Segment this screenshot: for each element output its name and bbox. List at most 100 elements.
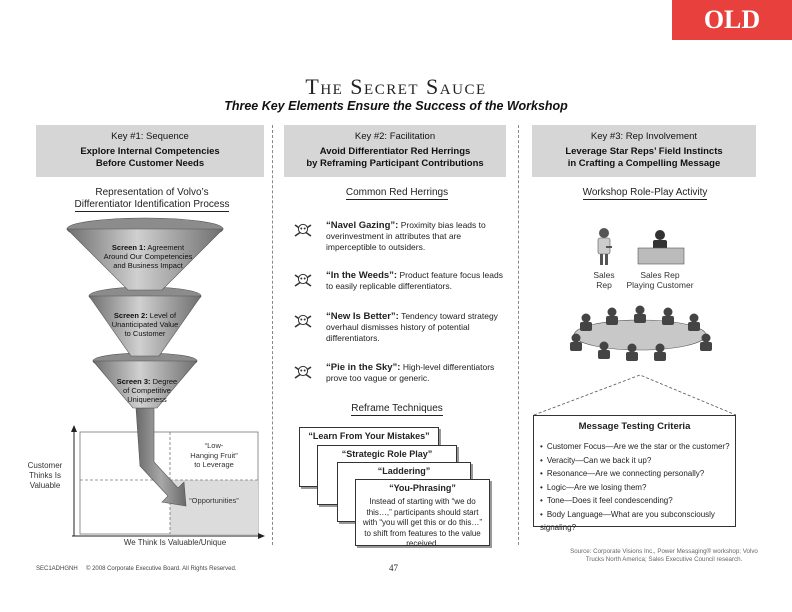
callout-lines	[533, 374, 737, 416]
sales-rep-label: Sales Rep	[584, 270, 624, 290]
criteria-item: Veracity—Can we back it up?	[540, 454, 735, 468]
skull-crossbones-icon	[294, 223, 312, 237]
technique-title: “You-Phrasing”	[389, 483, 456, 493]
screen-text: Agreement	[147, 243, 185, 252]
role-play-illustration	[533, 228, 737, 416]
screen-text: Level of	[149, 311, 177, 320]
page-number: 47	[389, 563, 398, 573]
herring-item: “Navel Gazing”: Proximity bias leads to …	[294, 220, 504, 253]
criteria-item: Tone—Does it feel condescending?	[540, 494, 735, 508]
screen-text: to Customer	[124, 329, 166, 338]
column-divider	[518, 125, 519, 545]
key-label: Key #3: Rep Involvement	[590, 131, 698, 142]
screen-1-label: Screen 1: Agreement Around Our Competenc…	[98, 243, 198, 270]
herring-text: Tendency toward strategy overhaul dismis…	[326, 311, 498, 343]
key-label: Key #1: Sequence	[111, 131, 189, 142]
message-testing-criteria: Message Testing Criteria Customer Focus—…	[533, 415, 736, 532]
screen-2-label: Screen 2: Level of Unanticipated Value t…	[98, 311, 192, 338]
old-badge: OLD	[672, 0, 792, 40]
herring-item: “New Is Better”: Tendency toward strateg…	[294, 311, 504, 344]
lhf-line: to Leverage	[194, 460, 234, 469]
y-axis-arrow-icon	[71, 425, 77, 432]
criteria-item: Customer Focus—Are we the star or the cu…	[540, 440, 735, 454]
x-axis-arrow-icon	[258, 533, 265, 539]
key-desc-line1: Explore Internal Competencies	[80, 146, 220, 157]
sales-rep-line: Rep	[596, 280, 612, 290]
funnel-1-body	[66, 228, 224, 291]
funnel-arrow	[135, 407, 187, 507]
herring-item: “Pie in the Sky”: High-level differentia…	[294, 362, 504, 384]
y-label-line: Thinks Is	[28, 471, 61, 480]
low-hanging-fruit-label: “Low- Hanging Fruit” to Leverage	[174, 441, 254, 470]
lhf-line: “Low-	[204, 441, 224, 450]
key-desc-line2: by Reframing Participant Contributions	[306, 158, 484, 169]
reframe-heading: Reframe Techniques	[290, 403, 504, 416]
reframe-heading-text: Reframe Techniques	[351, 403, 443, 416]
screen-text: Unanticipated Value	[111, 320, 179, 329]
col3-heading-text: Workshop Role-Play Activity	[582, 187, 708, 200]
skull-crossbones-icon	[294, 365, 312, 379]
key-desc-line2: Before Customer Needs	[95, 158, 205, 169]
customer-line: Sales Rep	[640, 270, 680, 280]
key-box-1: Key #1: Sequence Explore Internal Compet…	[36, 125, 264, 177]
page-subtitle: Three Key Elements Ensure the Success of…	[224, 99, 568, 113]
key-box-3: Key #3: Rep Involvement Leverage Star Re…	[532, 125, 756, 177]
footer-code: SEC1ADHGNH	[36, 566, 78, 572]
col1-heading-line2: Differentiator Identification Process	[74, 199, 230, 212]
funnel-2-body	[88, 295, 202, 357]
opportunities-label: “Opportunities”	[189, 496, 239, 505]
key-desc-line2: in Crafting a Compelling Message	[567, 158, 721, 169]
skull-crossbones-icon	[294, 314, 312, 328]
x-axis-label: We Think Is Valuable/Unique	[123, 538, 227, 547]
funnel-3-body	[92, 360, 198, 409]
key-desc-line1: Avoid Differentiator Red Herrings	[319, 146, 471, 157]
technique-title: “Strategic Role Play”	[341, 449, 433, 459]
conference-table-figure	[570, 305, 712, 361]
customer-line: Playing Customer	[626, 280, 694, 290]
column-divider	[272, 125, 273, 545]
screen-text: Around Our Competencies	[103, 252, 193, 261]
source-line: Trucks North America; Sales Executive Co…	[585, 556, 743, 563]
source-note: Source: Corporate Visions Inc., Power Me…	[548, 548, 780, 564]
key-box-2: Key #2: Facilitation Avoid Differentiato…	[284, 125, 506, 177]
footer-copyright: © 2008 Corporate Executive Board. All Ri…	[86, 566, 237, 572]
y-axis-label: Customer Thinks Is Valuable	[20, 461, 70, 491]
herring-text: Product feature focus leads to easily re…	[326, 270, 503, 291]
customer-label: Sales Rep Playing Customer	[620, 270, 700, 290]
herring-name: “In the Weeds”:	[326, 270, 398, 281]
col3-heading: Workshop Role-Play Activity	[536, 187, 754, 200]
y-label-line: Valuable	[29, 481, 61, 490]
screen-text: Degree	[152, 377, 178, 386]
lhf-line: Hanging Fruit”	[190, 450, 238, 460]
screen-text: and Business Impact	[113, 261, 183, 270]
customer-figure	[637, 230, 685, 265]
technique-title: “Learn From Your Mistakes”	[308, 431, 430, 441]
herring-text: High-level differentiators prove too vag…	[326, 362, 495, 383]
y-label-line: Customer	[27, 461, 63, 470]
col1-heading: Representation of Volvo’s Differentiator…	[40, 187, 264, 212]
sales-rep-line: Sales	[593, 270, 615, 280]
col1-heading-line1: Representation of Volvo’s	[95, 187, 209, 198]
page-title: The Secret Sauce	[305, 74, 487, 99]
screen-3-label: Screen 3: Degree of Competitive Uniquene…	[104, 377, 190, 404]
sales-rep-figure	[597, 228, 612, 265]
skull-crossbones-icon	[294, 273, 312, 287]
criteria-list: Customer Focus—Are we the star or the cu…	[540, 440, 735, 535]
key-desc-line1: Leverage Star Reps’ Field Instincts	[565, 146, 723, 157]
screen-text: Uniqueness	[127, 395, 167, 404]
source-line: Source: Corporate Visions Inc., Power Me…	[570, 548, 758, 555]
herring-name: “Navel Gazing”:	[326, 220, 399, 231]
screen-text: of Competitive	[123, 386, 171, 395]
criteria-item: Resonance—Are we connecting personally?	[540, 467, 735, 481]
herring-item: “In the Weeds”: Product feature focus le…	[294, 270, 504, 292]
key-label: Key #2: Facilitation	[354, 131, 436, 142]
screen-name: Screen 3:	[116, 377, 151, 386]
technique-title: “Laddering”	[377, 466, 431, 476]
herring-text: Proximity bias leads to overinvestment i…	[326, 220, 486, 252]
col2-heading: Common Red Herrings	[290, 187, 504, 200]
col2-heading-text: Common Red Herrings	[345, 187, 449, 200]
criteria-item: Body Language—What are you subconsciousl…	[540, 508, 735, 535]
criteria-title: Message Testing Criteria	[578, 421, 691, 432]
technique-description: Instead of starting with “we do this…,” …	[362, 497, 483, 548]
